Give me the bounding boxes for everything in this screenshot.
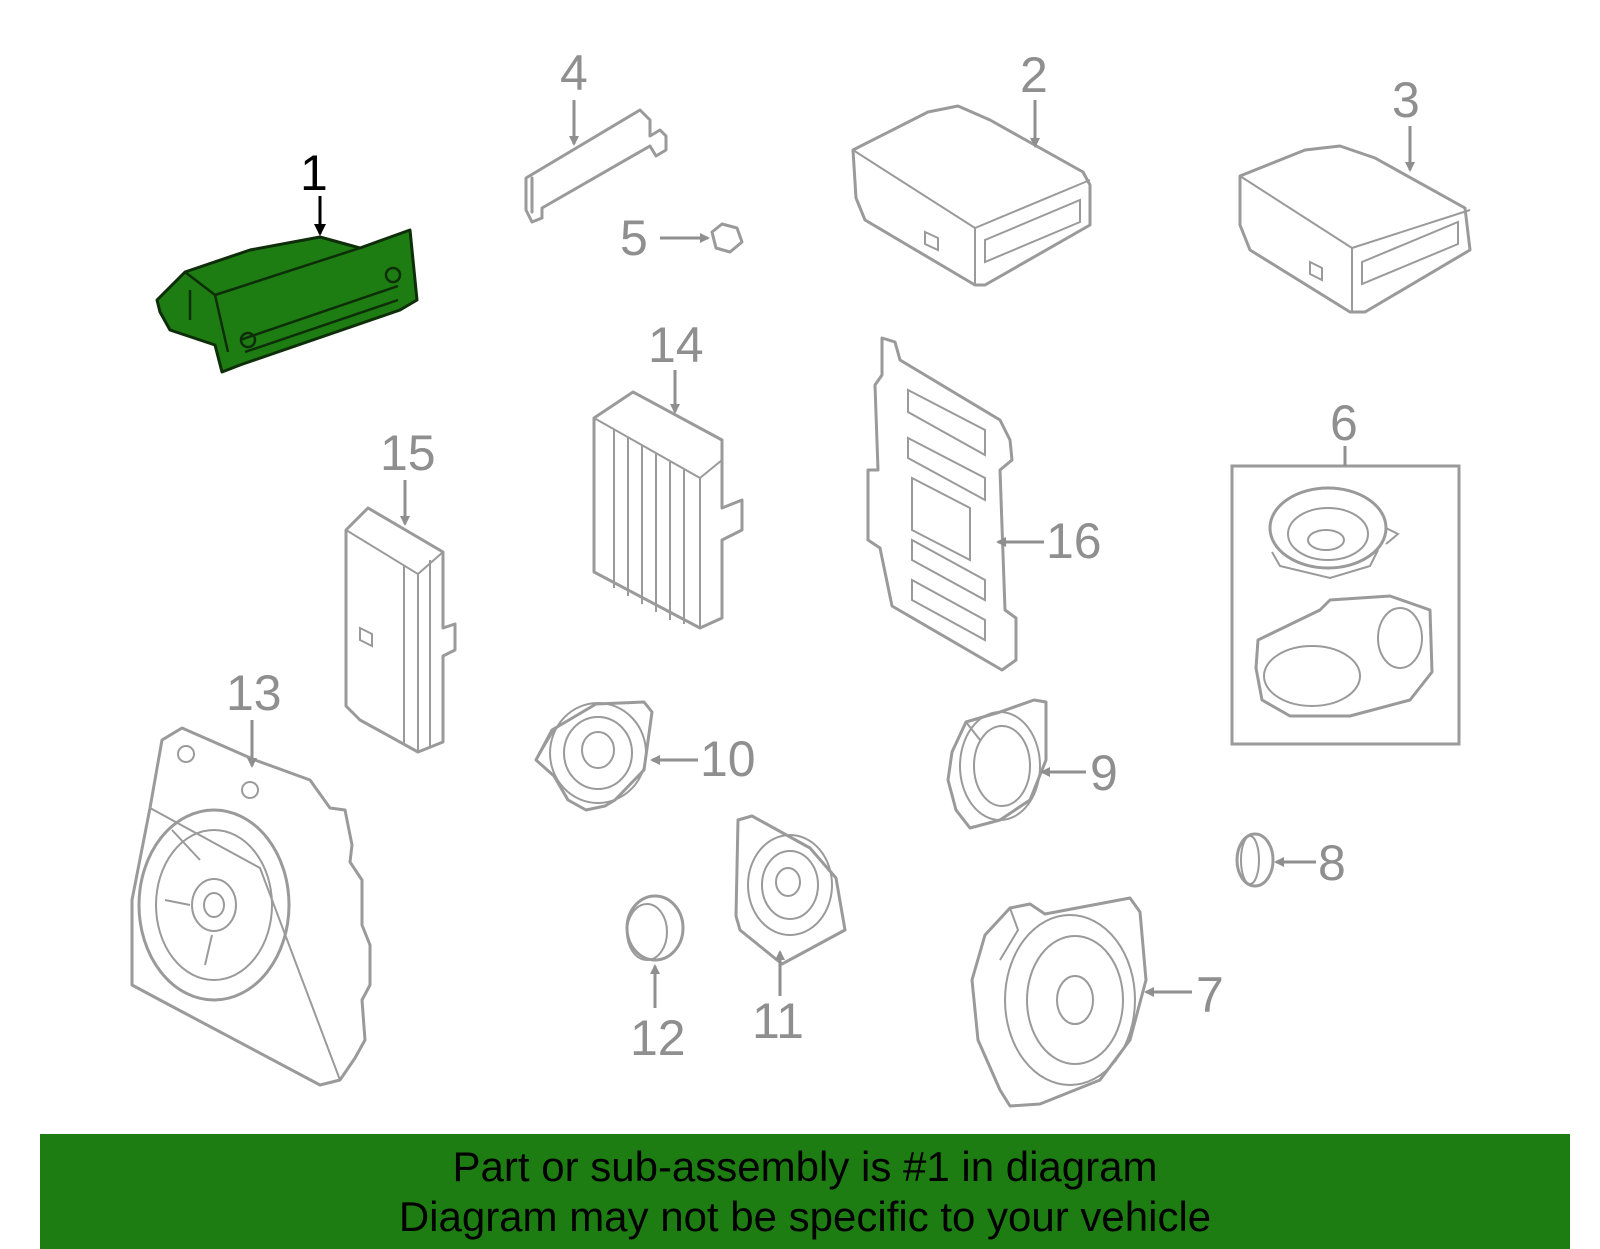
callout-9: 9 <box>1090 745 1118 801</box>
callout-16: 16 <box>1046 513 1102 569</box>
part-4-bracket[interactable] <box>524 108 668 224</box>
callout-7: 7 <box>1196 967 1224 1023</box>
callout-11: 11 <box>752 993 804 1049</box>
footer-line-1: Part or sub-assembly is #1 in diagram <box>452 1142 1158 1190</box>
part-7-door-speaker[interactable] <box>970 896 1148 1108</box>
part-5-clip[interactable] <box>710 222 744 254</box>
callout-13: 13 <box>226 665 282 721</box>
callout-2: 2 <box>1020 47 1048 103</box>
footer-banner: Part or sub-assembly is #1 in diagram Di… <box>40 1134 1570 1249</box>
callout-10: 10 <box>700 731 756 787</box>
part-3-cd-changer[interactable] <box>1238 144 1472 314</box>
part-13-subwoofer[interactable] <box>130 726 372 1087</box>
part-14-amplifier[interactable] <box>592 390 744 630</box>
callout-14: 14 <box>648 317 704 373</box>
part-6-speaker-kit[interactable] <box>1230 464 1461 746</box>
part-10-speaker[interactable] <box>534 700 654 812</box>
callout-6: 6 <box>1330 395 1358 451</box>
part-9-speaker[interactable] <box>946 698 1048 830</box>
part-8-tweeter[interactable] <box>1235 832 1275 888</box>
footer-line-2: Diagram may not be specific to your vehi… <box>398 1192 1212 1240</box>
callout-3: 3 <box>1392 72 1420 128</box>
callout-8: 8 <box>1318 835 1346 891</box>
callout-1: 1 <box>300 145 328 201</box>
part-2-navigation-unit[interactable] <box>851 104 1092 287</box>
part-11-speaker[interactable] <box>734 814 847 966</box>
callout-15: 15 <box>380 425 436 481</box>
part-1-radio-unit[interactable] <box>155 228 419 374</box>
part-16-mounting-panel[interactable] <box>866 336 1018 672</box>
callout-5: 5 <box>620 210 648 266</box>
part-12-tweeter[interactable] <box>625 894 685 962</box>
part-15-control-module[interactable] <box>344 506 457 754</box>
callout-12: 12 <box>630 1010 686 1066</box>
callout-4: 4 <box>560 45 588 101</box>
